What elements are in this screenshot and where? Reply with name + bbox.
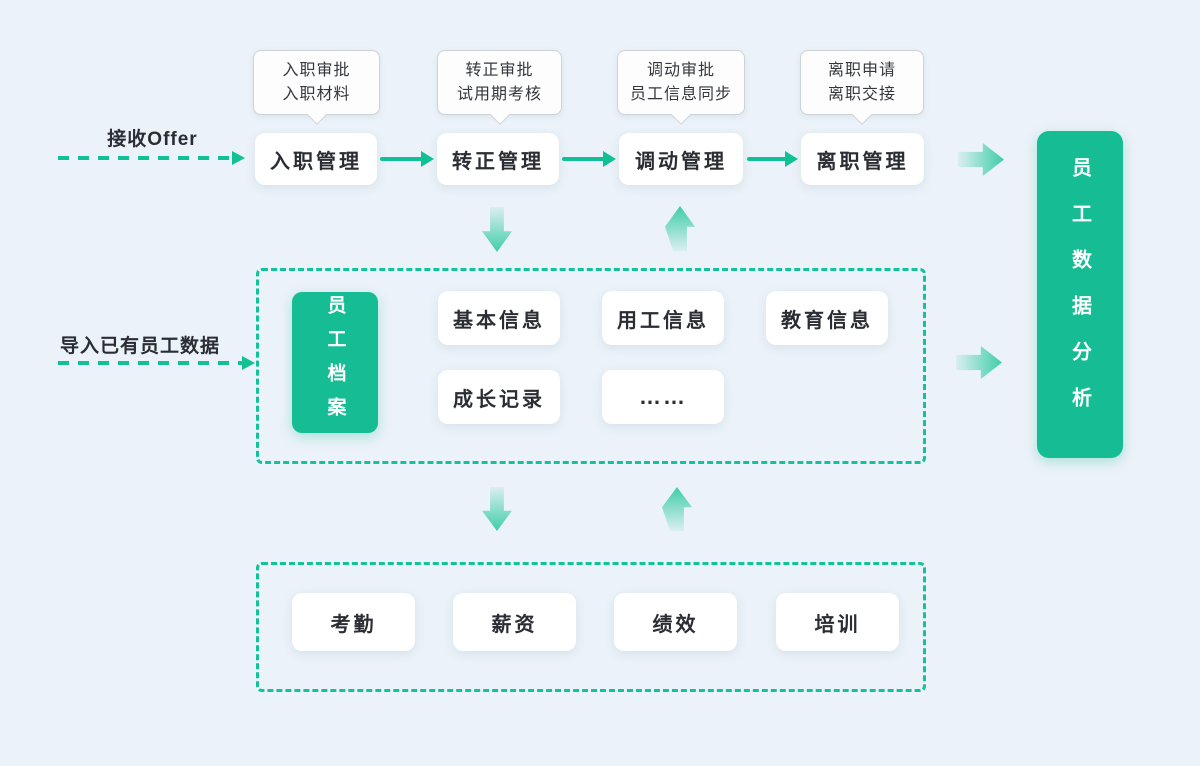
block-arrow-stages-to-analysis-icon [958,143,1004,176]
tooltip-line: 入职审批 [282,61,351,79]
archive-container [256,268,926,464]
tooltip-line: 转正审批 [465,61,534,79]
down-arrow-to-modules-icon [482,487,512,531]
stage-flow-arrow-icon [747,151,798,167]
arrow-line [380,157,425,161]
tooltip-line: 入职材料 [282,85,351,103]
archive-item-box: 成长记录 [438,370,560,424]
archive-item-box: 基本信息 [438,291,560,345]
up-arrow-to-archive-icon [662,487,692,531]
tooltip-transfer: 调动审批 员工信息同步 [617,50,745,115]
stage-flow-arrow-icon [562,151,616,167]
stage-box-regularization: 转正管理 [437,133,559,185]
tooltip-line: 离职交接 [827,85,896,103]
analysis-box-label: 员工数据分析 [1068,156,1091,433]
module-box-training: 培训 [776,593,899,651]
stage-box-transfer: 调动管理 [619,133,743,185]
analysis-box: 员工数据分析 [1037,131,1123,458]
arrow-line [747,157,789,161]
stage-flow-arrow-icon [380,151,434,167]
module-box-salary: 薪资 [453,593,576,651]
block-arrow-archive-to-analysis-icon [956,346,1002,379]
archive-item-box: 教育信息 [766,291,888,345]
stage-box-resignation: 离职管理 [801,133,924,185]
down-arrow-to-archive-icon [482,207,512,252]
up-arrow-to-transfer-icon [665,206,695,251]
archive-item-box-ellipsis: …… [602,370,724,424]
archive-title-label: 员工档案 [324,294,346,431]
arrow-head [785,151,798,167]
tooltip-line: 离职申请 [827,61,896,79]
tooltip-regularization: 转正审批 试用期考核 [437,50,562,115]
arrow-head [603,151,616,167]
archive-title-box: 员工档案 [292,292,378,433]
tooltip-line: 试用期考核 [456,85,542,103]
arrow-head [421,151,434,167]
offer-flow-label: 接收Offer [107,129,198,150]
module-box-attendance: 考勤 [292,593,415,651]
arrow-line [562,157,607,161]
tooltip-resignation: 离职申请 离职交接 [800,50,924,115]
tooltip-onboarding: 入职审批 入职材料 [253,50,380,115]
offer-dashed-arrow [58,151,245,165]
module-box-performance: 绩效 [614,593,737,651]
modules-container [256,562,926,692]
tooltip-line: 员工信息同步 [629,85,732,103]
import-flow-label: 导入已有员工数据 [59,336,220,357]
tooltip-line: 调动审批 [646,61,715,79]
stage-box-onboarding: 入职管理 [255,133,377,185]
import-dashed-arrow [58,356,255,370]
archive-item-box: 用工信息 [602,291,724,345]
